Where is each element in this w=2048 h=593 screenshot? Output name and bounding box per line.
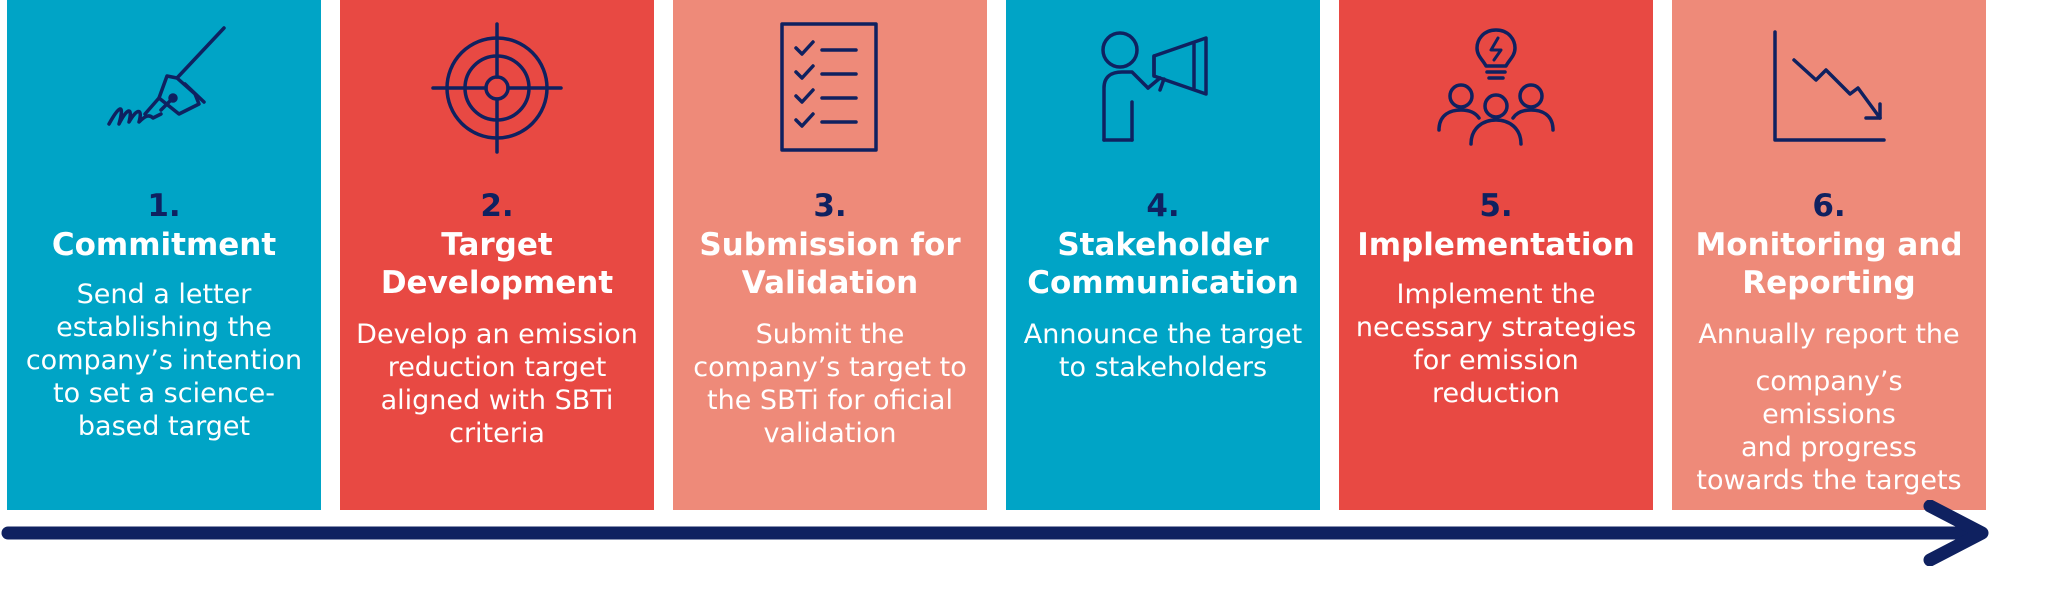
step-description: Annually report the company’s emissions …: [1696, 319, 1962, 496]
step-stakeholder-communication: 4. Stakeholder Communication Announce th…: [1006, 0, 1320, 510]
step-title: Stakeholder Communication: [1027, 227, 1299, 301]
step-number: 4.: [1146, 188, 1180, 224]
step-monitoring-and-reporting: 6. Monitoring and Reporting Annually rep…: [1672, 0, 1986, 510]
step-title: Target Development: [380, 227, 614, 301]
timeline-arrow: [0, 499, 2000, 567]
step-number: 5.: [1479, 188, 1513, 224]
step-submission-for-validation: 3. Submission for Validation Submit the …: [673, 0, 987, 510]
step-title: Commitment: [51, 227, 277, 263]
step-number: 6.: [1812, 188, 1846, 224]
declining-chart-icon: [1672, 14, 1986, 154]
step-commitment: 1. Commitment Send a letter establishing…: [7, 0, 321, 510]
step-description: Develop an emission reduction target ali…: [356, 319, 638, 449]
step-title: Submission for Validation: [699, 227, 961, 301]
step-description: Announce the target to stakeholders: [1023, 319, 1303, 383]
team-lightbulb-icon: [1339, 14, 1653, 154]
step-title: Monitoring and Reporting: [1695, 227, 1963, 301]
step-target-development: 2. Target Development Develop an emissio…: [340, 0, 654, 510]
megaphone-person-icon: [1006, 14, 1320, 154]
step-number: 3.: [813, 188, 847, 224]
step-number: 1.: [147, 188, 181, 224]
step-description: Send a letter establishing the company’s…: [25, 279, 303, 442]
step-title: Implementation: [1357, 227, 1635, 263]
signature-pen-icon: [7, 14, 321, 154]
target-crosshair-icon: [340, 14, 654, 154]
step-description: Submit the company’s target to the SBTi …: [693, 319, 967, 449]
checklist-icon: [673, 14, 987, 154]
step-description: Implement the necessary strategies for e…: [1355, 279, 1637, 409]
step-implementation: 5. Implementation Implement the necessar…: [1339, 0, 1653, 510]
step-number: 2.: [480, 188, 514, 224]
